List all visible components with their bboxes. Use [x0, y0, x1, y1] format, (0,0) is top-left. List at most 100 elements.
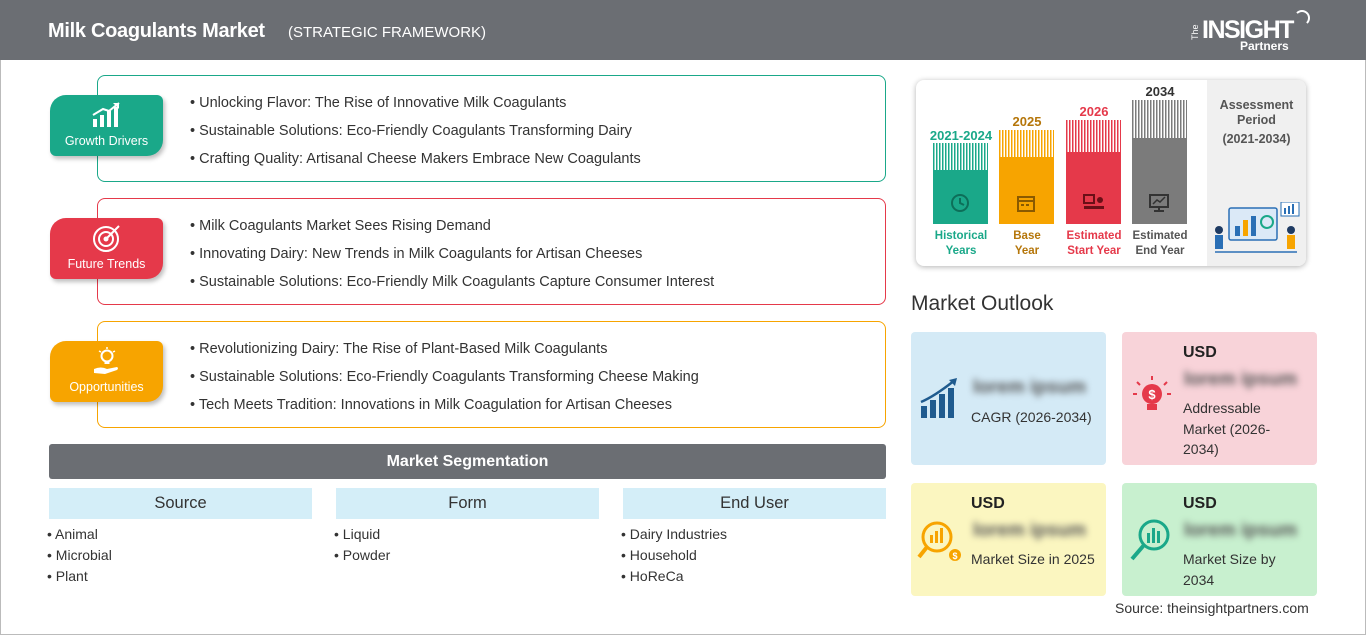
list-item: Plant — [47, 566, 112, 587]
historical-label-1: Historical — [934, 230, 988, 242]
end-year-label-1: Estimated — [1132, 230, 1188, 242]
market-size-2034-value: lorem ipsum — [1184, 520, 1297, 541]
market-segmentation-header: Market Segmentation — [49, 444, 886, 479]
growth-drivers-badge: Growth Drivers — [50, 95, 163, 156]
list-item: Dairy Industries — [621, 524, 727, 545]
assessment-period-title: Assessment Period — [1219, 98, 1294, 127]
start-year: 2026 — [1079, 104, 1109, 119]
logo-insight: INSIGHT — [1202, 16, 1294, 44]
list-item: Milk Coagulants Market Sees Rising Deman… — [190, 216, 714, 244]
end-year-column: 2034 Estimated End Year — [1132, 80, 1187, 266]
growth-drivers-box: Unlocking Flavor: The Rise of Innovative… — [97, 75, 886, 182]
opportunities-box: Revolutionizing Dairy: The Rise of Plant… — [97, 321, 886, 428]
insight-partners-logo[interactable]: The INSIGHT Partners — [1190, 10, 1320, 56]
historical-stripe — [933, 143, 988, 170]
presentation-icon — [1083, 194, 1104, 209]
historical-label-2: Years — [945, 245, 977, 257]
base-year: 2025 — [1012, 114, 1042, 129]
list-item: Crafting Quality: Artisanal Cheese Maker… — [190, 149, 641, 177]
list-item: Unlocking Flavor: The Rise of Innovative… — [190, 93, 641, 121]
list-item: Microbial — [47, 545, 112, 566]
base-year-label-2: Year — [1014, 245, 1040, 257]
header-bar: Milk Coagulants Market (STRATEGIC FRAMEW… — [0, 0, 1366, 60]
future-trends-badge: Future Trends — [50, 218, 163, 279]
list-item: Sustainable Solutions: Eco-Friendly Coag… — [190, 367, 699, 395]
list-item: Tech Meets Tradition: Innovations in Mil… — [190, 395, 699, 423]
future-trends-list: Milk Coagulants Market Sees Rising Deman… — [190, 216, 714, 300]
assessment-period-panel: 2021-2024 Historical Years 2025 Base Yea… — [916, 80, 1306, 266]
market-size-2025-usd: USD — [971, 495, 1005, 512]
start-year-label-1: Estimated — [1066, 230, 1122, 242]
segment-source-list: Animal Microbial Plant — [47, 524, 112, 587]
lightbulb-hand-icon — [94, 347, 118, 374]
historical-year: 2021-2024 — [929, 128, 993, 143]
segment-end-user-header: End User — [623, 488, 886, 519]
opportunities-badge: Opportunities — [50, 341, 163, 402]
addressable-value: lorem ipsum — [1184, 369, 1297, 390]
magnifier-dollar-icon: $ — [917, 521, 961, 561]
start-year-label-2: Start Year — [1067, 245, 1121, 257]
segment-form-list: Liquid Powder — [334, 524, 390, 566]
market-size-2025-card: $ USD lorem ipsum Market Size in 2025 — [911, 483, 1106, 596]
base-year-bar — [999, 157, 1054, 224]
assessment-period-range: (2021-2034) — [1222, 132, 1291, 146]
list-item: Sustainable Solutions: Eco-Friendly Milk… — [190, 272, 714, 300]
cagr-card: lorem ipsum CAGR (2026-2034) — [911, 332, 1106, 465]
growth-chart-icon — [92, 102, 120, 127]
addressable-market-card: $ USD lorem ipsum Addressable Market (20… — [1122, 332, 1317, 465]
calendar-icon — [1017, 196, 1035, 212]
source-note[interactable]: Source: theinsightpartners.com — [1115, 600, 1309, 616]
market-outlook-title: Market Outlook — [911, 292, 1054, 315]
cagr-value: lorem ipsum — [973, 377, 1086, 398]
analytics-people-icon — [1215, 202, 1300, 253]
page-subtitle: (STRATEGIC FRAMEWORK) — [288, 24, 487, 41]
list-item: Liquid — [334, 524, 390, 545]
list-item: HoReCa — [621, 566, 727, 587]
end-year: 2034 — [1145, 84, 1175, 99]
history-icon — [951, 194, 969, 212]
frame-left — [0, 60, 1, 635]
base-year-label-1: Base — [1013, 230, 1041, 242]
segment-source-header: Source — [49, 488, 312, 519]
bar-growth-icon — [920, 378, 957, 418]
base-year-stripe — [999, 130, 1054, 157]
start-year-column: 2026 Estimated Start Year — [1066, 80, 1121, 266]
base-year-column: 2025 Base Year — [999, 80, 1054, 266]
historical-bar — [933, 170, 988, 224]
logo-arc-icon — [1294, 10, 1310, 26]
historical-column: 2021-2024 Historical Years — [930, 80, 992, 266]
cagr-desc: CAGR (2026-2034) — [971, 409, 1092, 425]
target-icon — [93, 225, 120, 252]
market-size-2025-value: lorem ipsum — [973, 520, 1086, 541]
page-title: Milk Coagulants Market — [48, 20, 265, 42]
logo-the: The — [1190, 24, 1200, 40]
segment-form-header: Form — [336, 488, 599, 519]
magnifier-chart-icon — [1130, 519, 1170, 561]
market-size-2025-desc: Market Size in 2025 — [971, 551, 1095, 567]
bulb-dollar-icon: $ — [1133, 376, 1171, 410]
segment-end-user-list: Dairy Industries Household HoReCa — [621, 524, 727, 587]
svg-text:$: $ — [1148, 387, 1156, 402]
market-size-2034-usd: USD — [1183, 495, 1217, 512]
future-trends-label: Future Trends — [67, 257, 146, 271]
addressable-desc: Addressable Market (2026-2034) — [1183, 400, 1271, 457]
addressable-usd: USD — [1183, 344, 1217, 361]
growth-drivers-label: Growth Drivers — [64, 134, 149, 148]
start-year-stripe — [1066, 120, 1121, 152]
list-item: Animal — [47, 524, 112, 545]
monitor-chart-icon — [1149, 194, 1169, 212]
list-item: Revolutionizing Dairy: The Rise of Plant… — [190, 339, 699, 367]
list-item: Innovating Dairy: New Trends in Milk Coa… — [190, 244, 714, 272]
start-year-bar — [1066, 152, 1121, 224]
logo-partners: Partners — [1240, 39, 1289, 53]
assessment-period-info: Assessment Period (2021-2034) — [1207, 80, 1306, 266]
end-year-label-2: End Year — [1135, 245, 1185, 257]
list-item: Household — [621, 545, 727, 566]
opportunities-label: Opportunities — [69, 380, 144, 394]
market-size-2034-card: USD lorem ipsum Market Size by 2034 — [1122, 483, 1317, 596]
list-item: Powder — [334, 545, 390, 566]
growth-drivers-list: Unlocking Flavor: The Rise of Innovative… — [190, 93, 641, 177]
future-trends-box: Milk Coagulants Market Sees Rising Deman… — [97, 198, 886, 305]
list-item: Sustainable Solutions: Eco-Friendly Coag… — [190, 121, 641, 149]
svg-text:$: $ — [952, 551, 957, 561]
